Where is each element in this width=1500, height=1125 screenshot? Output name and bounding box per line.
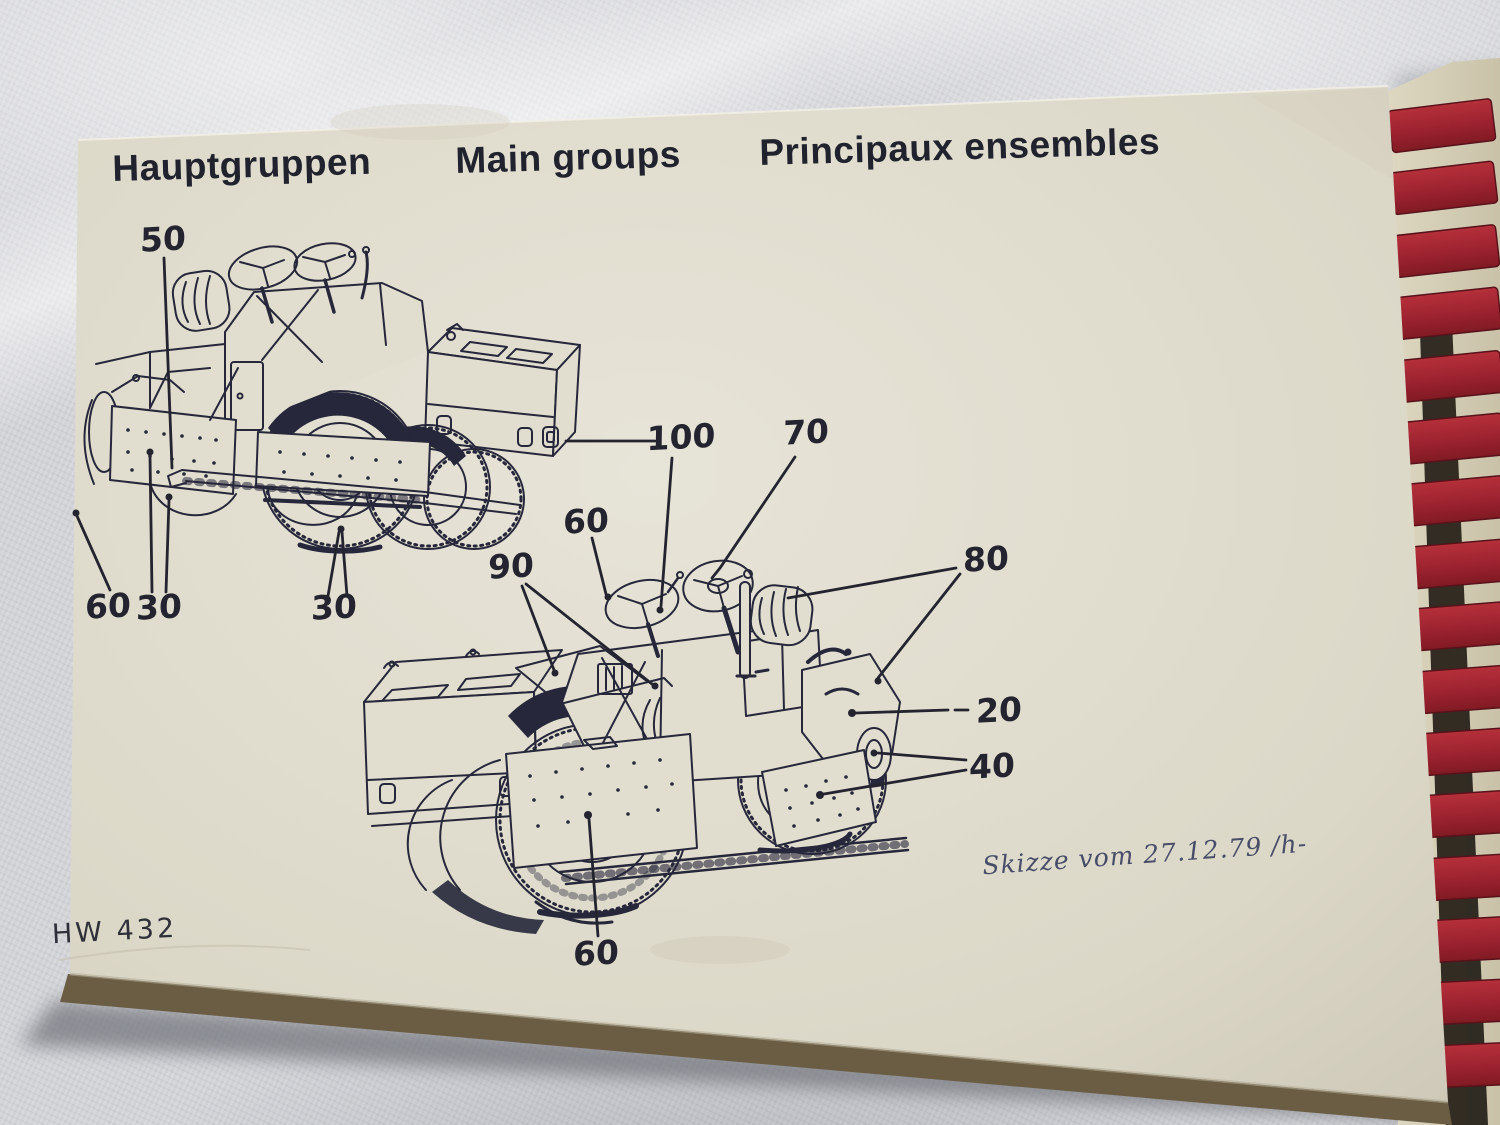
page-title-english: Main groups (454, 133, 682, 182)
callout-30-a: 30 (135, 586, 183, 628)
comb-binding (1387, 98, 1500, 1089)
callout-leader-lines (72, 256, 970, 938)
handwritten-doc-code: HW 432 (51, 912, 178, 951)
binding-tab (1399, 474, 1500, 528)
callout-40: 40 (968, 745, 1016, 787)
callout-100: 100 (646, 415, 716, 459)
callout-30-b: 30 (310, 586, 358, 628)
vehicle-1-illustration (83, 242, 581, 554)
callout-60-left: 60 (84, 585, 132, 627)
callout-60-upper: 60 (562, 500, 610, 542)
callout-80: 80 (962, 538, 1010, 580)
callout-50: 50 (139, 218, 187, 260)
board-edge (60, 974, 1452, 1125)
leader-end-dots (72, 448, 882, 819)
callout-20: 20 (975, 689, 1023, 731)
binding-tab (1397, 412, 1500, 466)
callout-70: 70 (782, 411, 830, 453)
page-title-german: Hauptgruppen (111, 140, 372, 190)
callout-60-bottom: 60 (572, 932, 620, 974)
callout-90: 90 (487, 545, 535, 587)
